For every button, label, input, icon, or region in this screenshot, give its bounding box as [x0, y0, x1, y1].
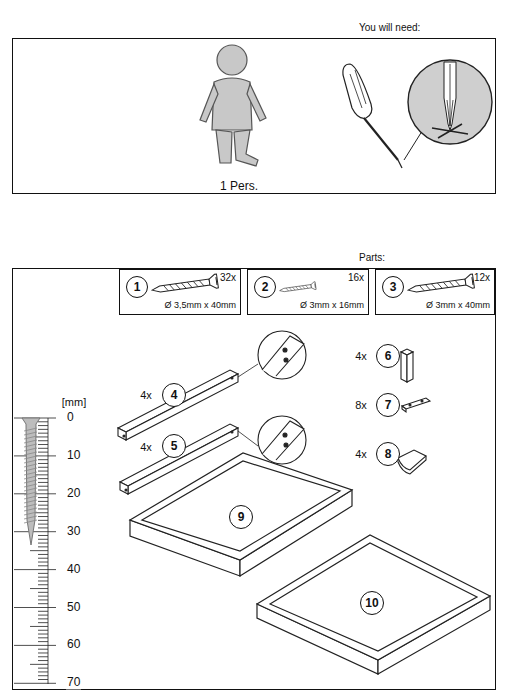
caption: 1 Pers. [220, 180, 258, 193]
quantity: 12x [474, 272, 490, 283]
scale-number: 10 [66, 449, 81, 462]
callout-number: 3 [382, 276, 404, 298]
scale-number: 30 [66, 525, 81, 538]
screw-size: Ø 3mm x 16mm [300, 301, 364, 311]
callout-number: 5 [162, 434, 186, 458]
callout-number: 10 [360, 591, 384, 615]
callout-number: 4 [162, 383, 186, 407]
screw-size: Ø 3,5mm x 40mm [164, 301, 236, 311]
scale-number: 20 [66, 487, 81, 500]
scale-number: 0 [66, 411, 75, 424]
callout-number: 7 [376, 393, 400, 417]
ruler-scale [14, 418, 56, 684]
quantity: 4x [355, 350, 367, 362]
ruler-screw [22, 418, 40, 545]
trays [130, 453, 490, 674]
quantity: 32x [220, 272, 236, 283]
screw-box: 1 32x Ø 3,5mm x 40mm [119, 269, 241, 315]
quantity: 16x [348, 272, 364, 283]
scale-number: 60 [66, 638, 81, 651]
screwdriver [343, 60, 492, 168]
scale-number: 50 [66, 601, 81, 614]
parts-frame: Parts:132xØ 3,5mm x 40mm216xØ 3mm x 16mm… [12, 268, 496, 690]
small-parts [398, 349, 430, 474]
quantity: 4x [140, 441, 152, 453]
quantity: 8x [355, 399, 367, 411]
callout-number: 1 [126, 276, 148, 298]
scale-number: 70 [66, 676, 81, 689]
quantity: 4x [355, 448, 367, 460]
quantity: 4x [140, 389, 152, 401]
section-heading: Parts: [359, 252, 385, 263]
scale-number: 40 [66, 563, 81, 576]
tools-frame: You will need:1 Pers. [12, 38, 496, 194]
callout-number: 6 [376, 344, 400, 368]
callout-number: 2 [254, 276, 276, 298]
screw-size: Ø 3mm x 40mm [426, 301, 490, 311]
screw-drawings [151, 274, 474, 297]
screw-box: 3 12x Ø 3mm x 40mm [375, 269, 495, 315]
section-heading: You will need: [359, 22, 420, 33]
screw-box: 2 16x Ø 3mm x 16mm [247, 269, 369, 315]
callout-number: 9 [229, 505, 253, 529]
callout-number: 8 [376, 442, 400, 466]
person-figure [200, 45, 266, 166]
unit-label: [mm] [62, 396, 86, 408]
